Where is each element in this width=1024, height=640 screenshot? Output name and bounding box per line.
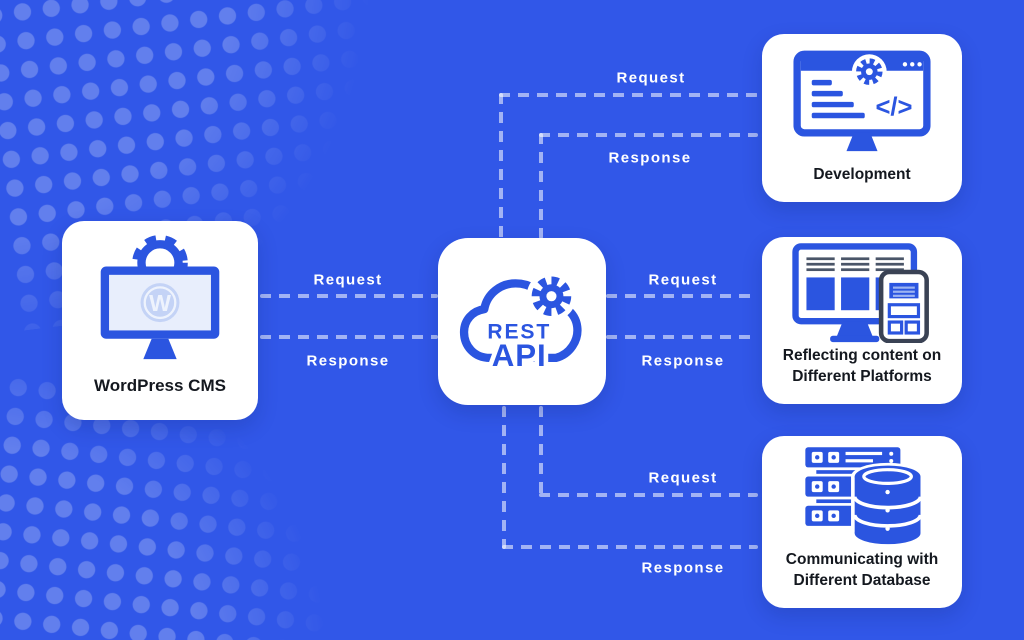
development-card: </> Development xyxy=(762,34,962,202)
api-text: API xyxy=(492,338,547,373)
dashed-line-db-response-horizontal xyxy=(502,545,758,549)
label-db-response: Response xyxy=(641,559,725,577)
responsive-devices-icon xyxy=(792,242,929,343)
wordpress-icon-wrap: W xyxy=(62,221,258,375)
rest-api-node: REST API xyxy=(438,238,606,405)
code-brackets-glyph: </> xyxy=(875,93,912,121)
platforms-card: Reflecting content on Different Platform… xyxy=(762,237,962,404)
development-card-label: Development xyxy=(813,166,911,184)
platforms-icon-wrap xyxy=(762,237,962,346)
dashed-line-platforms-response xyxy=(606,335,758,339)
dashed-line-platforms-request xyxy=(606,294,758,298)
platforms-card-label: Reflecting content on Different Platform… xyxy=(782,347,942,386)
dashed-line-db-request-vertical xyxy=(539,406,543,497)
dashed-line-db-request-horizontal xyxy=(539,493,758,497)
dashed-line-wp-response xyxy=(260,335,438,339)
dashed-line-wp-request xyxy=(260,294,438,298)
database-card-label: Communicating with Different Database xyxy=(785,551,939,590)
svg-text:W: W xyxy=(149,290,171,316)
label-wp-response: Response xyxy=(306,352,390,370)
wordpress-card-label: WordPress CMS xyxy=(94,376,226,396)
label-platforms-response: Response xyxy=(641,352,725,370)
label-dev-response: Response xyxy=(608,149,692,167)
rest-text: REST xyxy=(487,320,551,343)
server-database-icon xyxy=(805,447,925,547)
label-db-request: Request xyxy=(648,469,718,487)
label-platforms-request: Request xyxy=(648,271,718,289)
dashed-line-dev-request-horizontal xyxy=(499,93,758,97)
label-dev-request: Request xyxy=(616,69,686,87)
wordpress-monitor-icon: W xyxy=(100,235,220,360)
wordpress-cms-card: W WordPress CMS xyxy=(62,221,258,420)
database-card: Communicating with Different Database xyxy=(762,436,962,608)
dashed-line-dev-request-vertical xyxy=(499,93,503,239)
database-icon-wrap xyxy=(762,436,962,550)
code-monitor-gear-icon: </> xyxy=(793,50,931,151)
dashed-line-dev-response-vertical xyxy=(539,133,543,239)
rest-api-cloud-gear-icon: REST API xyxy=(459,270,582,377)
dashed-line-db-response-vertical xyxy=(502,406,506,549)
development-icon-wrap: </> xyxy=(762,34,962,165)
label-wp-request: Request xyxy=(313,271,383,289)
dashed-line-dev-response-horizontal xyxy=(539,133,758,137)
